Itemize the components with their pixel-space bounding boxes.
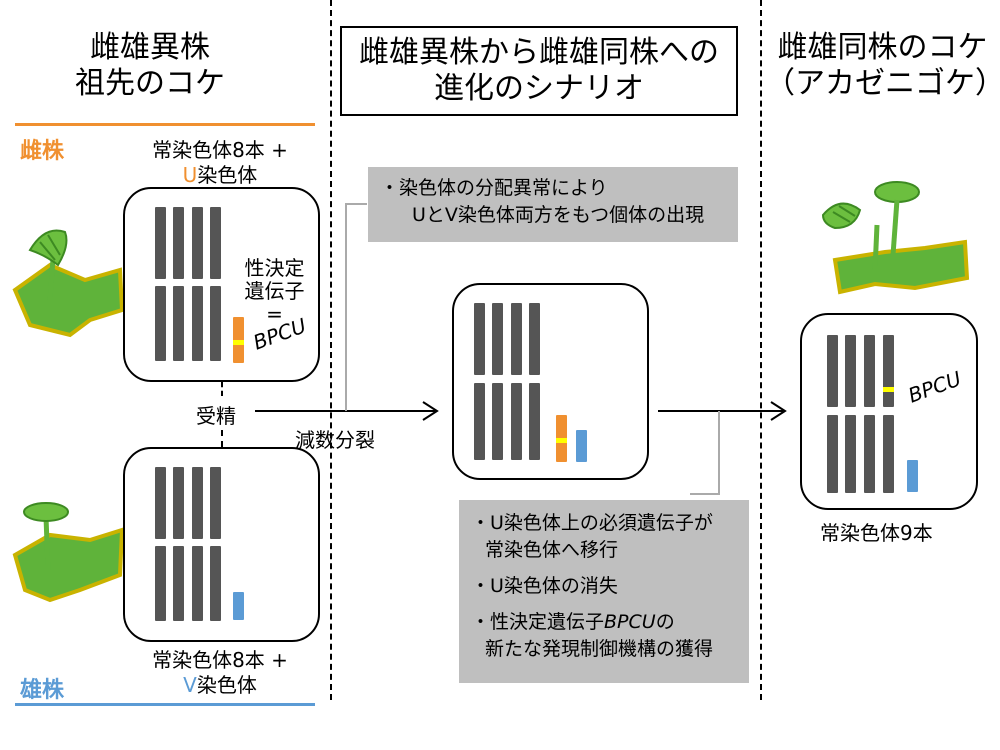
monoecious-chromosome: [883, 415, 894, 493]
female-chromosome: [192, 286, 203, 361]
fertilization-connector-top: [221, 382, 223, 396]
female-chromosome: [210, 286, 221, 361]
meiosis-label: 減数分裂: [295, 428, 375, 452]
monoecious-chromosome-box: BPCU: [800, 313, 978, 510]
monoecious-chromosome: [864, 335, 875, 407]
female-chromosome: [173, 286, 184, 361]
female-liverwort-plant: [12, 229, 125, 338]
bpcu-marker: [556, 438, 567, 443]
bpcu-marker: [883, 387, 894, 392]
monoecious-chromosome: [845, 415, 856, 493]
meiosis-arrow: [255, 401, 439, 421]
monoecious-chromosome: [864, 415, 875, 493]
divider-left: [330, 0, 332, 700]
uv-chromosome: [529, 303, 540, 375]
male-chromosome: [210, 546, 221, 621]
uv-chromosome: [474, 303, 485, 375]
male-chromosome: [155, 546, 166, 621]
note-top-connector: [345, 203, 367, 205]
bpcu-label: BPCU: [905, 366, 965, 408]
uv-chromosome: [529, 383, 540, 460]
male-chromosome: [173, 467, 184, 539]
fertilization-connector-bottom: [221, 430, 223, 447]
uv-chromosome: [474, 383, 485, 460]
male-line: [15, 703, 315, 706]
note-bottom-connector-horizontal: [690, 493, 720, 495]
male-chromosome-box: [123, 447, 320, 642]
male-chromosome: [155, 467, 166, 539]
fertilization-label: 受精: [196, 404, 236, 428]
monoecious-chromosome: [883, 335, 894, 407]
evolution-arrow: [658, 401, 787, 421]
female-chromosome: [210, 207, 221, 279]
monoecious-chromosome-caption: 常染色体9本: [820, 521, 933, 545]
monoecious-chromosome: [827, 415, 838, 493]
left-column-title: 雌雄異株 祖先のコケ: [75, 30, 225, 101]
bpcu-marker: [233, 340, 244, 345]
v-chromosome: [233, 592, 244, 620]
male-liverwort-plant: [12, 502, 125, 603]
female-label: 雌株: [20, 139, 65, 164]
monoecious-liverwort-plant: [821, 181, 970, 295]
female-chromosome: [155, 207, 166, 279]
female-chromosome: [155, 286, 166, 361]
female-chromosome-box: 性決定 遺伝子 = BPCU: [123, 187, 320, 382]
female-chromosome-text: 常染色体8本 + U染色体: [152, 138, 288, 187]
v-chromosome: [907, 460, 918, 492]
monoecious-chromosome: [827, 335, 838, 407]
female-line: [15, 123, 315, 126]
male-chromosome: [192, 546, 203, 621]
uv-chromosome: [492, 303, 503, 375]
right-column-title: 雌雄同株のコケ （アカゼニゴケ）: [765, 30, 1000, 101]
note-evolution-steps: ・U染色体上の必須遺伝子が 常染色体へ移行 ・U染色体の消失 ・性決定遺伝子BP…: [459, 500, 749, 683]
center-column-title: 雌雄異株から雌雄同株への 進化のシナリオ: [340, 26, 738, 116]
male-chromosome-text: 常染色体8本 + V染色体: [152, 648, 288, 697]
sex-determining-gene-label: 性決定 遺伝子 =: [244, 256, 305, 326]
female-chromosome: [173, 207, 184, 279]
male-label: 雄株: [20, 678, 65, 703]
uv-chromosome: [511, 383, 522, 460]
female-chromosome: [192, 207, 203, 279]
uv-chromosome-box: [452, 283, 649, 480]
uv-chromosome: [511, 303, 522, 375]
v-chromosome: [576, 430, 587, 462]
note-bottom-connector: [718, 411, 720, 493]
divider-right: [760, 0, 762, 700]
note-chromosome-nondisjunction: ・染色体の分配異常により UとV染色体両方をもつ個体の出現: [368, 167, 738, 242]
male-chromosome: [173, 546, 184, 621]
uv-chromosome: [492, 383, 503, 460]
note-top-connector-vertical: [345, 203, 347, 411]
monoecious-chromosome: [845, 335, 856, 407]
male-chromosome: [210, 467, 221, 539]
male-chromosome: [192, 467, 203, 539]
